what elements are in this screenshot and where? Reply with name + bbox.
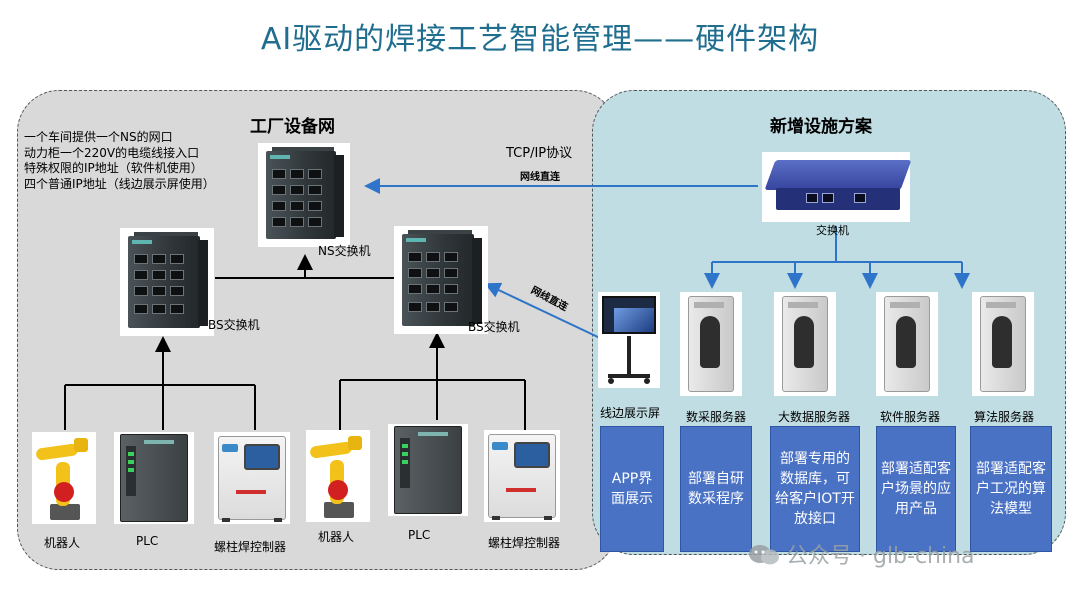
terminal-description: 部署专用的数据库，可给客户IOT开放接口 [770,426,860,552]
display-screen-icon [598,292,660,388]
welding-controller-icon [214,432,290,524]
server-icon [774,292,836,396]
device-label: 机器人 [44,536,81,550]
terminal-label: 数采服务器 [686,410,747,424]
terminal-description: 部署适配客户工况的算法模型 [970,426,1052,552]
new-facility-heading: 新增设施方案 [770,117,872,137]
server-icon [876,292,938,396]
server-icon [972,292,1034,396]
watermark-text: 公众号 · glb-china [786,544,975,569]
factory-network-heading: 工厂设备网 [250,117,335,137]
ns-switch-icon [258,143,350,247]
ns-switch-label: NS交换机 [318,244,371,258]
note-line: 动力柜一个220V的电缆线接入口 [24,145,200,160]
switch-label: 交换机 [816,224,849,237]
robot-arm-icon [32,432,96,524]
network-switch-icon [762,152,912,222]
bs-switch-right-label: BS交换机 [468,320,520,334]
plc-icon [114,432,194,524]
device-label: PLC [136,534,159,548]
terminal-description: 部署适配客户场景的应用产品 [876,426,956,552]
device-label: 螺柱焊控制器 [488,536,561,550]
watermark: 公众号 · glb-china [748,538,975,570]
plc-icon [388,424,468,516]
terminal-description: 部署自研数采程序 [680,426,752,552]
bs-switch-right-icon [394,226,488,334]
device-label: 机器人 [318,530,355,544]
device-label: PLC [408,528,431,542]
note-line: 一个车间提供一个NS的网口 [24,130,173,144]
bs-switch-left-label: BS交换机 [208,318,260,332]
welding-controller-icon [484,430,560,522]
note-line: 特殊权限的IP地址（软件机使用） [24,161,203,175]
page-title: AI驱动的焊接工艺智能管理——硬件架构 [260,22,820,57]
terminal-description: APP界面展示 [600,426,664,552]
server-icon [680,292,742,396]
robot-arm-icon [306,430,370,522]
terminal-label: 大数据服务器 [778,410,851,424]
link-label-top: 网线直连 [520,172,560,183]
wechat-icon [749,545,779,565]
device-label: 螺柱焊控制器 [214,540,287,554]
note-line: 四个普通IP地址（线边展示屏使用） [24,176,215,191]
terminal-label: 软件服务器 [880,410,941,424]
factory-notes: 一个车间提供一个NS的网口 动力柜一个220V的电缆线接入口 特殊权限的IP地址… [24,130,215,192]
terminal-label: 算法服务器 [974,410,1035,424]
protocol-label: TCP/IP协议 [506,146,573,161]
bs-switch-left-icon [120,228,214,336]
terminal-label: 线边展示屏 [600,406,661,420]
